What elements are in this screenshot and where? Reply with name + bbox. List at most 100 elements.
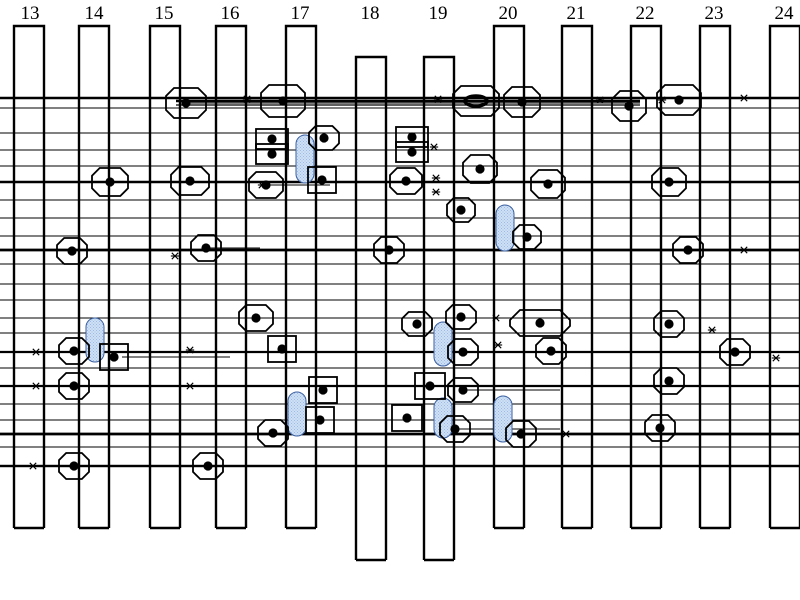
node-26 xyxy=(401,311,433,337)
highlight-col19-bottom xyxy=(433,397,453,439)
node-dot xyxy=(317,175,327,185)
node-44 xyxy=(439,415,471,443)
column-label-19: 19 xyxy=(428,3,448,24)
tick-mark-20 xyxy=(28,462,38,470)
node-35 xyxy=(719,338,751,366)
node-36 xyxy=(58,372,90,400)
highlight-col20-mid xyxy=(495,204,515,252)
tick-mark-6 xyxy=(257,181,267,189)
tick-mark-10 xyxy=(739,246,749,254)
node-dot xyxy=(425,381,435,391)
column-bar-24 xyxy=(768,24,800,528)
node-dot xyxy=(319,133,329,143)
node-dot xyxy=(203,461,213,471)
node-28 xyxy=(509,309,571,337)
node-outline-octagon xyxy=(439,415,471,443)
node-31 xyxy=(99,343,129,371)
node-25 xyxy=(238,304,274,332)
node-dot xyxy=(401,176,411,186)
node-30 xyxy=(58,337,90,365)
node-20 xyxy=(512,224,542,250)
tick-mark-17 xyxy=(31,382,41,390)
node-4 xyxy=(611,90,647,122)
tick-mark-4 xyxy=(739,94,749,102)
node-outline-octagon xyxy=(56,237,88,265)
node-outline-octagon xyxy=(447,377,479,403)
node-dot xyxy=(475,164,485,174)
node-outline-octagon xyxy=(653,310,685,338)
tick-mark-16 xyxy=(771,354,781,362)
column-bar-21 xyxy=(560,24,594,528)
node-dot xyxy=(315,415,325,425)
node-9 xyxy=(395,126,429,148)
column-label-14: 14 xyxy=(84,3,104,24)
node-33 xyxy=(447,338,479,366)
node-2 xyxy=(452,85,500,117)
node-29 xyxy=(653,310,685,338)
node-outline-octagon xyxy=(644,414,676,442)
node-ring xyxy=(463,94,489,108)
tick-mark-14 xyxy=(185,346,195,354)
node-dot xyxy=(535,318,545,328)
node-outline-rect xyxy=(414,372,446,400)
node-outline-octagon xyxy=(446,197,476,223)
node-outline-octagon xyxy=(170,166,210,196)
node-outline-rect xyxy=(395,141,429,163)
node-dot xyxy=(69,461,79,471)
node-7 xyxy=(255,143,289,165)
node-dot xyxy=(683,245,693,255)
node-outline-octagon xyxy=(462,154,498,184)
node-37 xyxy=(308,376,338,404)
node-outline-octagon xyxy=(653,367,685,395)
node-17 xyxy=(530,169,566,199)
node-dot xyxy=(450,424,460,434)
node-outline-octagon xyxy=(373,236,405,264)
node-dot xyxy=(543,179,553,189)
node-3 xyxy=(503,86,541,118)
node-38 xyxy=(414,372,446,400)
node-outline-octagon xyxy=(389,167,423,195)
node-6 xyxy=(255,128,289,150)
node-11 xyxy=(91,167,129,197)
node-43 xyxy=(391,404,423,432)
node-outline-octagon xyxy=(248,171,284,199)
column-label-22: 22 xyxy=(635,3,655,24)
node-outline-octagon xyxy=(260,84,306,118)
column-bar-16 xyxy=(214,24,248,528)
column-label-15: 15 xyxy=(154,3,174,24)
node-outline-rect xyxy=(267,335,297,363)
node-outline-rect xyxy=(391,404,423,432)
column-label-24: 24 xyxy=(774,3,794,24)
node-dot xyxy=(69,346,79,356)
column-bar-22 xyxy=(629,24,663,528)
node-46 xyxy=(644,414,676,442)
node-dot xyxy=(674,95,684,105)
node-outline-octagon xyxy=(238,304,274,332)
column-bar-23 xyxy=(698,24,732,528)
node-dot xyxy=(624,101,634,111)
tick-mark-3 xyxy=(657,96,667,104)
tick-mark-13 xyxy=(31,348,41,356)
column-bar-14 xyxy=(77,24,111,528)
node-dot xyxy=(201,243,211,253)
column-label-18: 18 xyxy=(360,3,380,24)
tick-mark-7 xyxy=(431,174,441,182)
column-bar-19 xyxy=(422,55,456,560)
node-dot xyxy=(251,313,261,323)
node-outline-octagon xyxy=(651,167,687,197)
node-42 xyxy=(305,406,335,434)
node-dot xyxy=(516,429,526,439)
rail-group xyxy=(0,96,800,468)
node-12 xyxy=(170,166,210,196)
column-label-13: 13 xyxy=(20,3,40,24)
node-outline-rect xyxy=(308,376,338,404)
node-outline-octagon xyxy=(308,125,340,151)
node-outline-ring xyxy=(452,85,500,117)
tick-mark-2 xyxy=(595,96,605,104)
node-dot xyxy=(402,413,412,423)
node-dot xyxy=(181,98,191,108)
column-bar-20 xyxy=(492,24,526,528)
node-dot xyxy=(384,245,394,255)
node-32 xyxy=(267,335,297,363)
tick-mark-18 xyxy=(185,382,195,390)
